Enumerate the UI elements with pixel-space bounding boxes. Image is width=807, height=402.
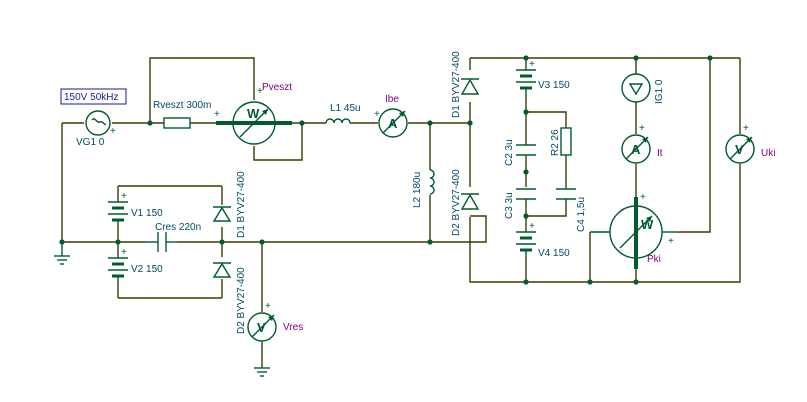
ammeter-ibe: A + Ibe — [374, 94, 408, 138]
v3-label: V3 150 — [538, 80, 570, 91]
svg-text:+: + — [374, 109, 380, 120]
svg-text:+: + — [743, 123, 749, 134]
wattmeter-symbol: W — [641, 217, 654, 232]
svg-text:+: + — [640, 192, 646, 203]
v2-label: V2 150 — [131, 264, 163, 275]
c4-label: C4 1,5u — [576, 197, 587, 232]
cres-label: Cres 220n — [155, 222, 201, 233]
diode-d1-left: D1 BYV27-400 — [212, 171, 247, 238]
ammeter-it: A + It — [621, 123, 663, 164]
resistor-rveszt: Rveszt 300m — [153, 100, 211, 129]
svg-text:+: + — [639, 123, 645, 134]
wires — [61, 57, 741, 368]
d1-right-label: D1 BYV27-400 — [451, 51, 462, 118]
svg-text:+: + — [265, 301, 271, 312]
battery-v3: + V3 150 — [516, 59, 570, 94]
svg-text:+: + — [121, 191, 127, 202]
voltmeter-uki: V + Uki — [725, 123, 775, 164]
battery-v4: + V4 150 — [516, 221, 570, 259]
current-source-ig1: IG1 0 — [621, 73, 665, 104]
svg-text:+: + — [529, 59, 535, 70]
junction-dots — [59, 55, 713, 285]
svg-text:+: + — [668, 236, 674, 247]
diode-d1-right: D1 BYV27-400 — [451, 51, 480, 118]
wattmeter-pki: W + + Pki — [590, 192, 678, 269]
source-box-label: 150V 50kHz — [64, 92, 118, 103]
source-name-label: VG1 0 — [76, 137, 105, 148]
diode-d2-right: D2 BYV27-400 — [451, 169, 480, 236]
ground-icon — [54, 242, 70, 265]
svg-text:+: + — [257, 86, 263, 97]
r2-label: R2 26 — [550, 129, 561, 156]
capacitor-cres: Cres 220n — [146, 222, 201, 252]
diode-d2-left: D2 BYV27-400 — [212, 262, 247, 334]
ac-voltage-source: + 150V 50kHz VG1 0 — [60, 88, 127, 148]
c3-label: C3 3u — [504, 192, 515, 219]
ibe-label: Ibe — [385, 94, 399, 105]
pveszt-label: Pveszt — [262, 82, 292, 93]
svg-text:+: + — [121, 247, 127, 258]
d1-left-label: D1 BYV27-400 — [236, 171, 247, 238]
battery-v1: + V1 150 — [108, 191, 163, 226]
resistor-r2: R2 26 — [550, 127, 572, 156]
capacitor-c2: C2 3u — [504, 139, 536, 166]
capacitor-c3: C3 3u — [504, 188, 536, 219]
ig1-label: IG1 0 — [654, 79, 665, 104]
capacitor-c4: C4 1,5u — [556, 188, 587, 232]
v1-label: V1 150 — [131, 208, 163, 219]
svg-text:+: + — [110, 126, 116, 137]
inductor-l2: L2 180u — [412, 169, 435, 208]
svg-text:+: + — [214, 109, 220, 120]
l2-label: L2 180u — [412, 172, 423, 208]
wattmeter-symbol: W — [247, 106, 260, 121]
vres-label: Vres — [283, 322, 303, 333]
uki-label: Uki — [761, 148, 775, 159]
voltmeter-vres: V + Vres — [247, 301, 303, 342]
v4-label: V4 150 — [538, 248, 570, 259]
it-label: It — [657, 148, 663, 159]
wattmeter-pveszt: W + + Pveszt — [214, 82, 292, 145]
pki-label: Pki — [647, 254, 661, 265]
l1-label: L1 45u — [330, 103, 361, 114]
svg-text:+: + — [529, 221, 535, 232]
battery-v2: + V2 150 — [108, 247, 163, 282]
d2-right-label: D2 BYV27-400 — [451, 169, 462, 236]
c2-label: C2 3u — [504, 139, 515, 166]
d2-left-label: D2 BYV27-400 — [236, 267, 247, 334]
rveszt-label: Rveszt 300m — [153, 100, 211, 111]
ground-icon — [254, 367, 270, 377]
inductor-l1: L1 45u — [325, 103, 361, 124]
